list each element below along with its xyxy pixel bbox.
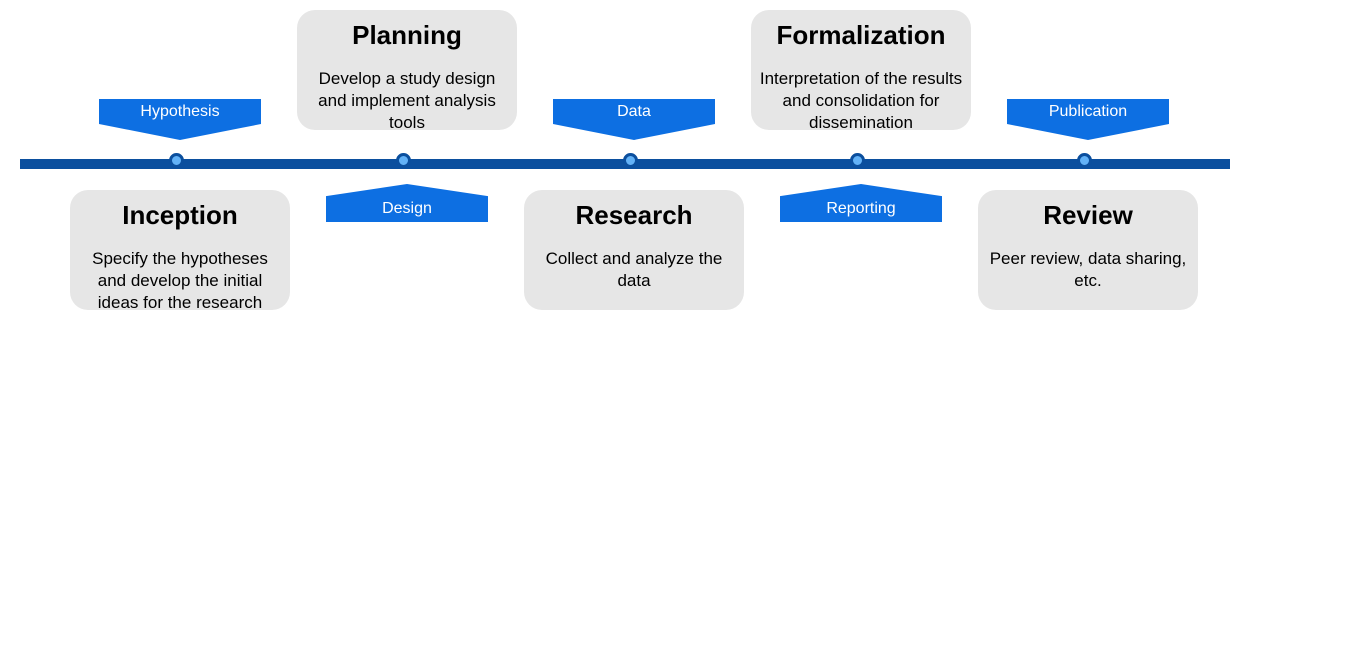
phase-card-planning: Planning Develop a study design and impl… — [297, 10, 517, 132]
phase-card-inception: Inception Specify the hypotheses and dev… — [70, 190, 290, 312]
phase-description: Develop a study design and implement ana… — [318, 69, 496, 132]
timeline-dot — [1077, 153, 1092, 168]
phase-description: Interpretation of the results and consol… — [759, 69, 963, 132]
flag-hypothesis: Hypothesis — [99, 99, 261, 140]
phase-title: Review — [1043, 200, 1133, 230]
phase-card-research: Research Collect and analyze the data — [524, 190, 744, 310]
milestone-formalization: Formalization Interpretation of the resu… — [751, 0, 971, 330]
flag-design: Design — [326, 184, 488, 222]
phase-title: Research — [575, 200, 693, 230]
flag-label: Reporting — [826, 200, 896, 217]
phase-card-formalization: Formalization Interpretation of the resu… — [751, 10, 971, 132]
flag-reporting: Reporting — [780, 184, 942, 222]
phase-description: Peer review, data sharing, etc. — [989, 249, 1187, 290]
phase-description: Specify the hypotheses and develop the i… — [92, 249, 268, 312]
timeline-dot — [169, 153, 184, 168]
flag-data: Data — [553, 99, 715, 140]
flag-publication: Publication — [1007, 99, 1169, 140]
phase-description: Collect and analyze the data — [545, 249, 723, 290]
milestone-planning: Planning Develop a study design and impl… — [297, 0, 517, 330]
milestone-inception: Hypothesis Inception Specify the hypothe… — [70, 0, 290, 330]
flag-label: Publication — [1048, 103, 1128, 120]
flag-label: Data — [617, 103, 651, 120]
phase-title: Planning — [352, 20, 462, 50]
timeline-dot — [396, 153, 411, 168]
milestone-review: Publication Review Peer review, data sha… — [978, 0, 1198, 330]
phase-title: Inception — [122, 200, 238, 230]
phase-card-review: Review Peer review, data sharing, etc. — [978, 190, 1198, 310]
flag-label: Design — [382, 200, 432, 217]
timeline-dot — [623, 153, 638, 168]
flag-label: Hypothesis — [140, 103, 220, 120]
phase-title: Formalization — [776, 20, 946, 50]
milestone-research: Data Research Collect and analyze the da… — [524, 0, 744, 330]
timeline-dot — [850, 153, 865, 168]
